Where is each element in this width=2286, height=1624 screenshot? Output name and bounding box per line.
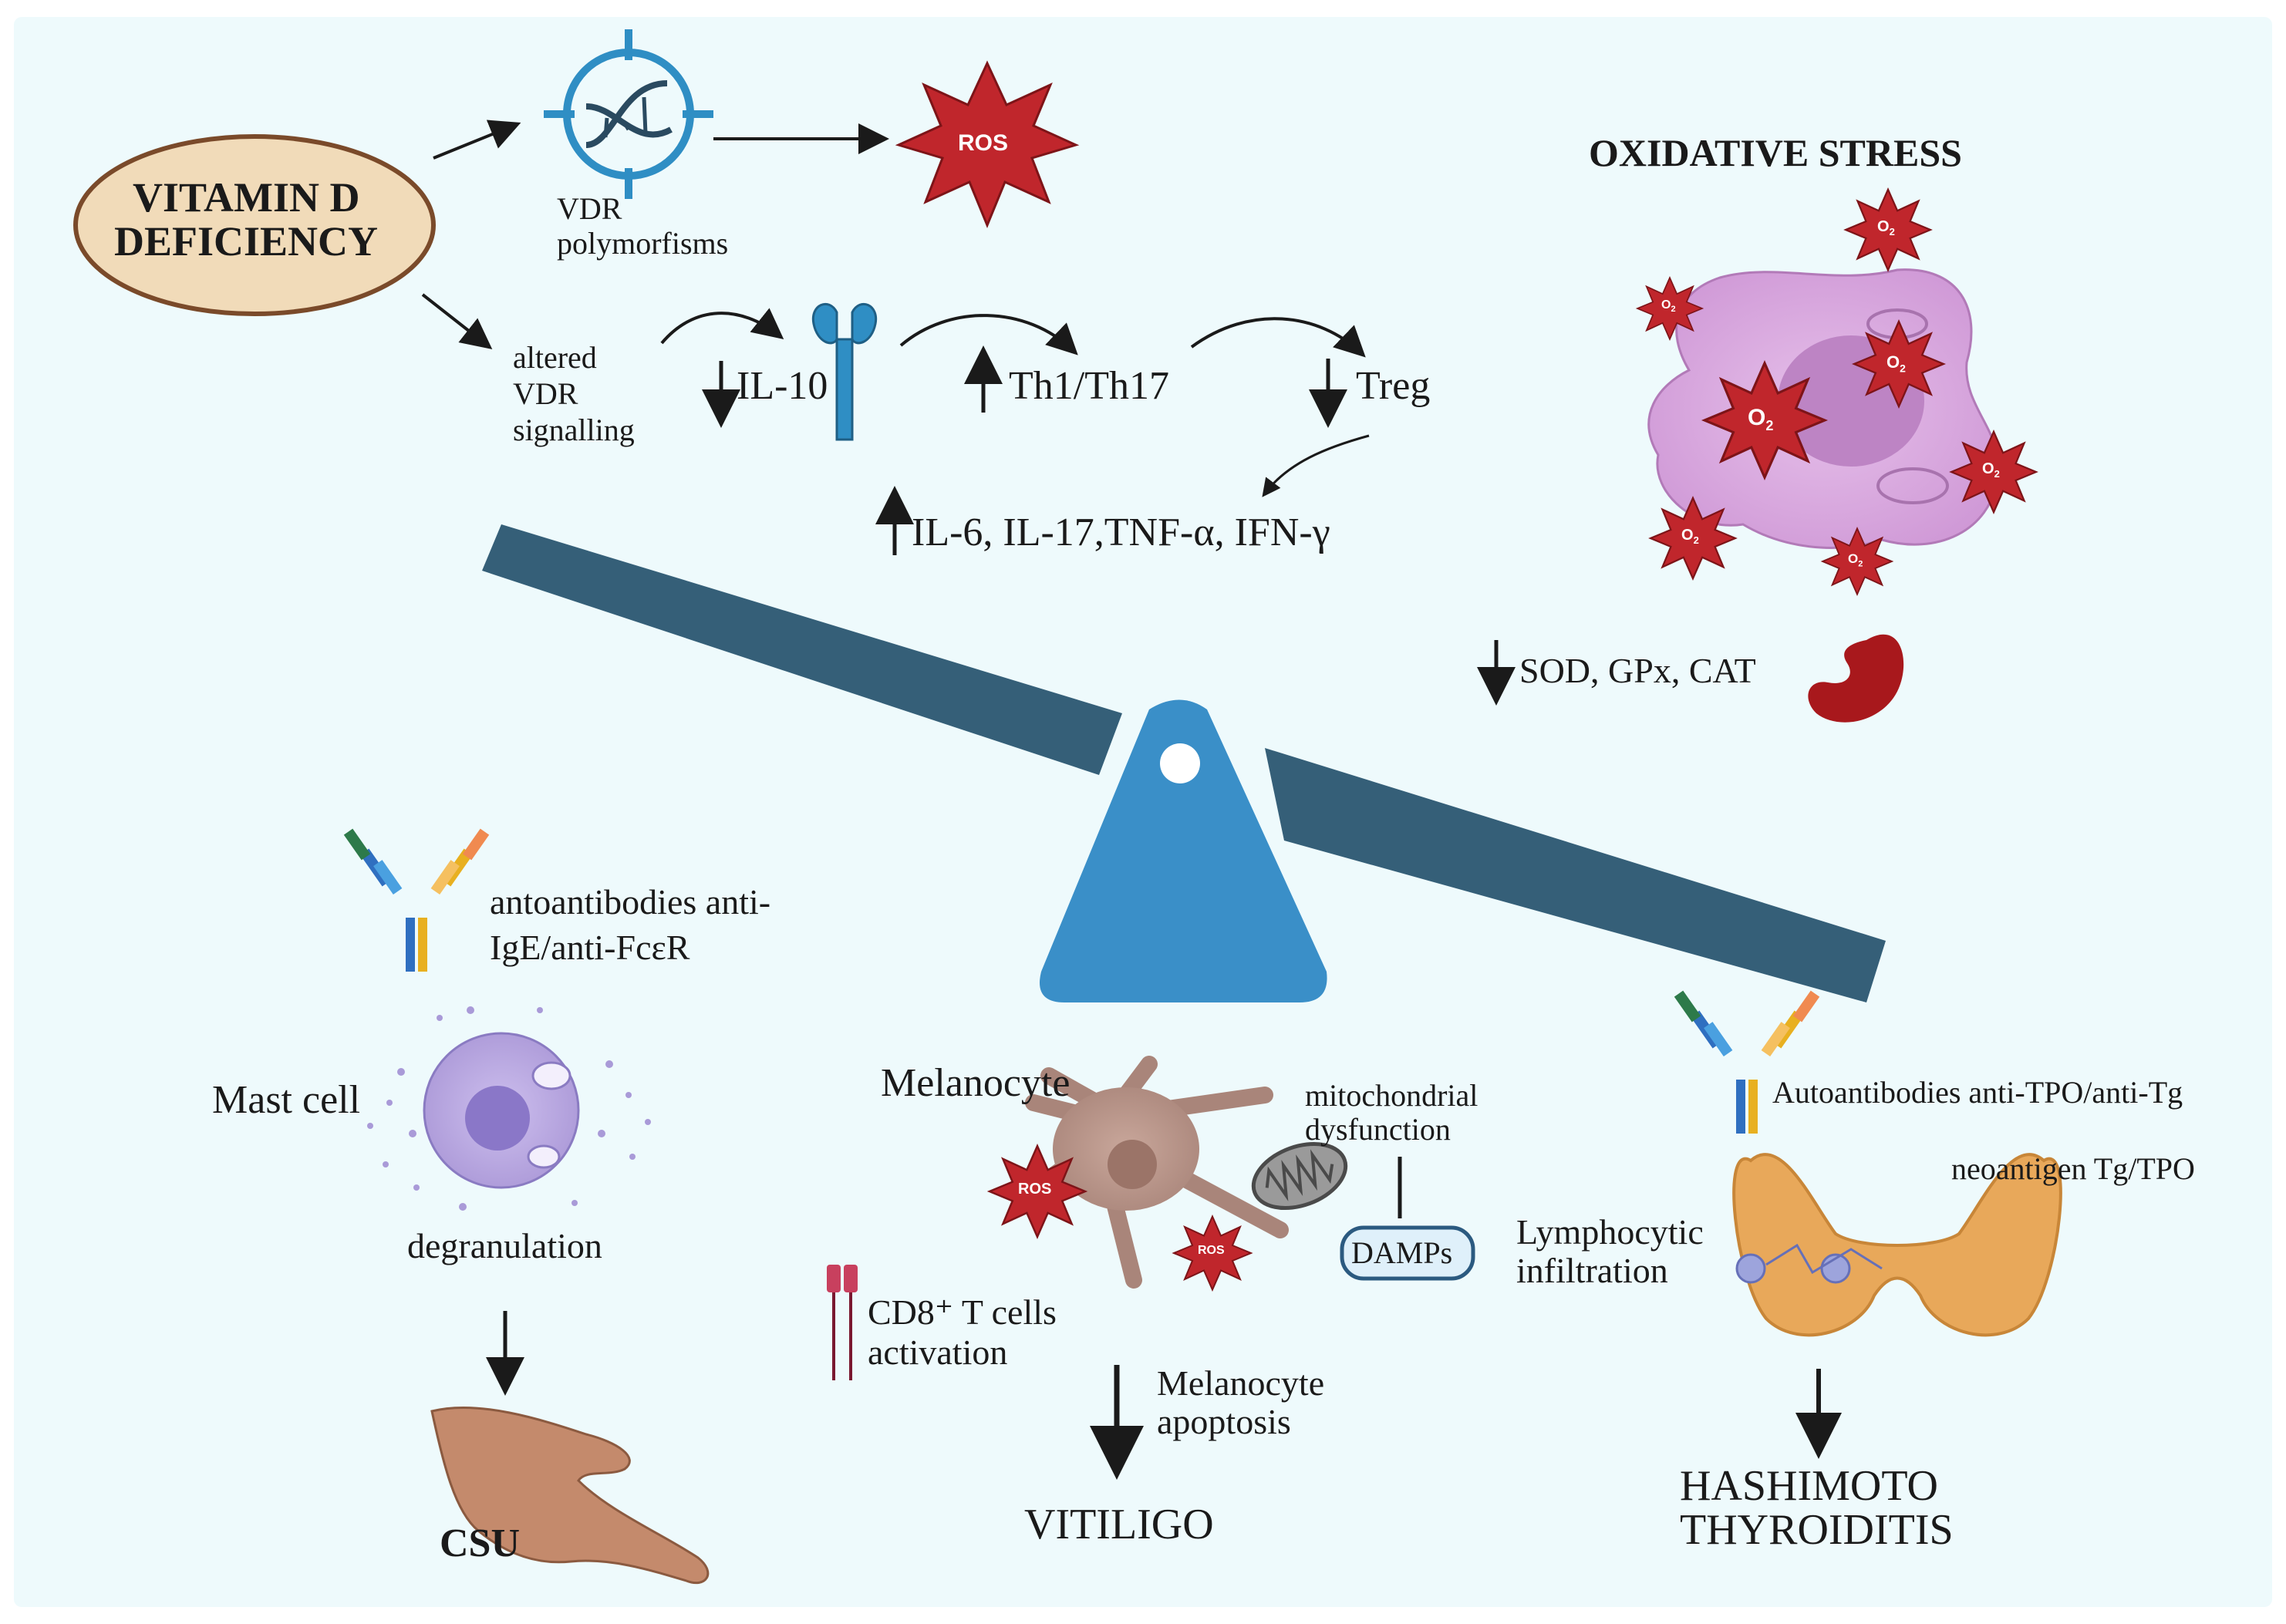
o2-star — [1843, 187, 1933, 272]
ros-melanocyte-label: ROS — [1018, 1181, 1052, 1198]
csu-outcome-label: CSU — [440, 1521, 521, 1565]
oxidative-stress-title: OXIDATIVE STRESS — [1589, 131, 1962, 174]
neoantigen-label: neoantigen Tg/TPO — [1951, 1151, 2195, 1186]
vitamin-d-label-line1: VITAMIN D — [133, 174, 360, 221]
lymphocytic-label-line2: infiltration — [1516, 1251, 1668, 1290]
o2-star — [1701, 360, 1829, 480]
vitamin-d-label-line2: DEFICIENCY — [114, 218, 379, 264]
melanocyte-cell — [1017, 1056, 1289, 1289]
csu-antibody-label-line1: antoantibodies anti- — [490, 882, 771, 922]
hashimoto-outcome-line2: THYROIDITIS — [1680, 1506, 1954, 1554]
ros-star-melanocyte — [986, 1144, 1088, 1239]
cytokines-label: IL-6, IL-17,TNF-α, IFN-γ — [912, 510, 1330, 554]
th-label: Th1/Th17 — [1009, 364, 1169, 408]
damps-label: DAMPs — [1351, 1235, 1453, 1270]
o2-label: O2 — [1681, 527, 1699, 546]
curve-arrow-1 — [660, 308, 784, 345]
curve-arrow-3 — [1190, 317, 1366, 358]
altered-label-line3: signalling — [513, 413, 635, 447]
seesaw-pivot — [1160, 743, 1200, 783]
mast-cell-label: Mast cell — [212, 1078, 361, 1122]
ros-melanocyte-label: ROS — [1198, 1244, 1225, 1257]
o2-label: O2 — [1661, 298, 1676, 315]
autoantibodies-label: Autoantibodies anti-TPO/anti-Tg — [1772, 1075, 2183, 1110]
mito-label-line2: dysfunction — [1305, 1112, 1451, 1147]
o2-label: O2 — [1886, 352, 1906, 375]
mast-cell-granule — [527, 1144, 561, 1169]
o2-label: O2 — [1877, 218, 1895, 238]
seesaw-beam-right — [1265, 748, 1886, 1002]
o2-star — [1820, 527, 1894, 596]
mast-cell-granule — [531, 1061, 572, 1090]
degranulation-dots — [367, 1006, 651, 1211]
o2-label: O2 — [1848, 551, 1863, 569]
ros-main-label: ROS — [958, 130, 1009, 156]
il10-label: IL-10 — [737, 364, 828, 408]
cd8-label-line1: CD8⁺ T cells — [868, 1292, 1057, 1332]
hashimoto-outcome-line1: HASHIMOTO — [1680, 1462, 1938, 1510]
kidney-icon — [1808, 634, 1904, 723]
ros-star-main — [895, 60, 1080, 228]
altered-label-line1: altered — [513, 340, 597, 375]
apoptosis-label-line2: apoptosis — [1157, 1402, 1291, 1441]
ros-star-melanocyte — [1172, 1215, 1253, 1292]
enzymes-label: SOD, GPx, CAT — [1519, 651, 1756, 690]
mito-label-line1: mitochondrial — [1305, 1078, 1478, 1113]
apoptosis-label-line1: Melanocyte — [1157, 1363, 1325, 1403]
o2-star — [1648, 496, 1738, 581]
damps-box — [1340, 1225, 1475, 1281]
o2-star — [1635, 276, 1704, 341]
arrow-to-altered — [421, 293, 493, 349]
cd8-label-line2: activation — [868, 1333, 1008, 1372]
altered-label-line2: VDR — [513, 376, 578, 411]
o2-label: O2 — [1748, 405, 1774, 433]
csu-antibody-label-line2: IgE/anti-FcεR — [490, 928, 690, 967]
tcell-receptor-icon — [827, 1265, 858, 1380]
vitamin-d-ellipse — [73, 134, 436, 316]
curve-arrow-4 — [1262, 434, 1370, 497]
antibody-icon — [343, 828, 490, 972]
hand-icon — [430, 1406, 710, 1585]
vdr-label-line1: VDR — [557, 191, 622, 226]
o2-label: O2 — [1982, 460, 2000, 480]
seesaw-base — [1040, 699, 1327, 1002]
dna-target-icon — [544, 29, 713, 199]
treg-label: Treg — [1356, 364, 1431, 408]
lymphocytic-label-line1: Lymphocytic — [1516, 1212, 1704, 1252]
mitochondria-icon — [1251, 1141, 1348, 1211]
o2-star — [1949, 430, 2038, 514]
oxidative-cell-organelle — [1876, 467, 1949, 504]
vitiligo-outcome-label: VITILIGO — [1024, 1501, 1214, 1548]
lymphocyte-infiltrate — [1735, 1243, 1883, 1284]
degranulation-label: degranulation — [407, 1226, 602, 1265]
o2-star — [1851, 319, 1947, 409]
seesaw-beam-left — [482, 524, 1122, 775]
receptor-icon — [811, 302, 878, 441]
antibody-icon — [1674, 990, 1820, 1134]
mast-cell-nucleus — [465, 1086, 530, 1151]
curve-arrow-2 — [899, 314, 1078, 355]
melanocyte-label: Melanocyte — [881, 1061, 1071, 1105]
arrow-to-vdr — [433, 120, 521, 160]
thyroid-icon — [1732, 1153, 2062, 1337]
vdr-label-line2: polymorfisms — [557, 226, 729, 261]
